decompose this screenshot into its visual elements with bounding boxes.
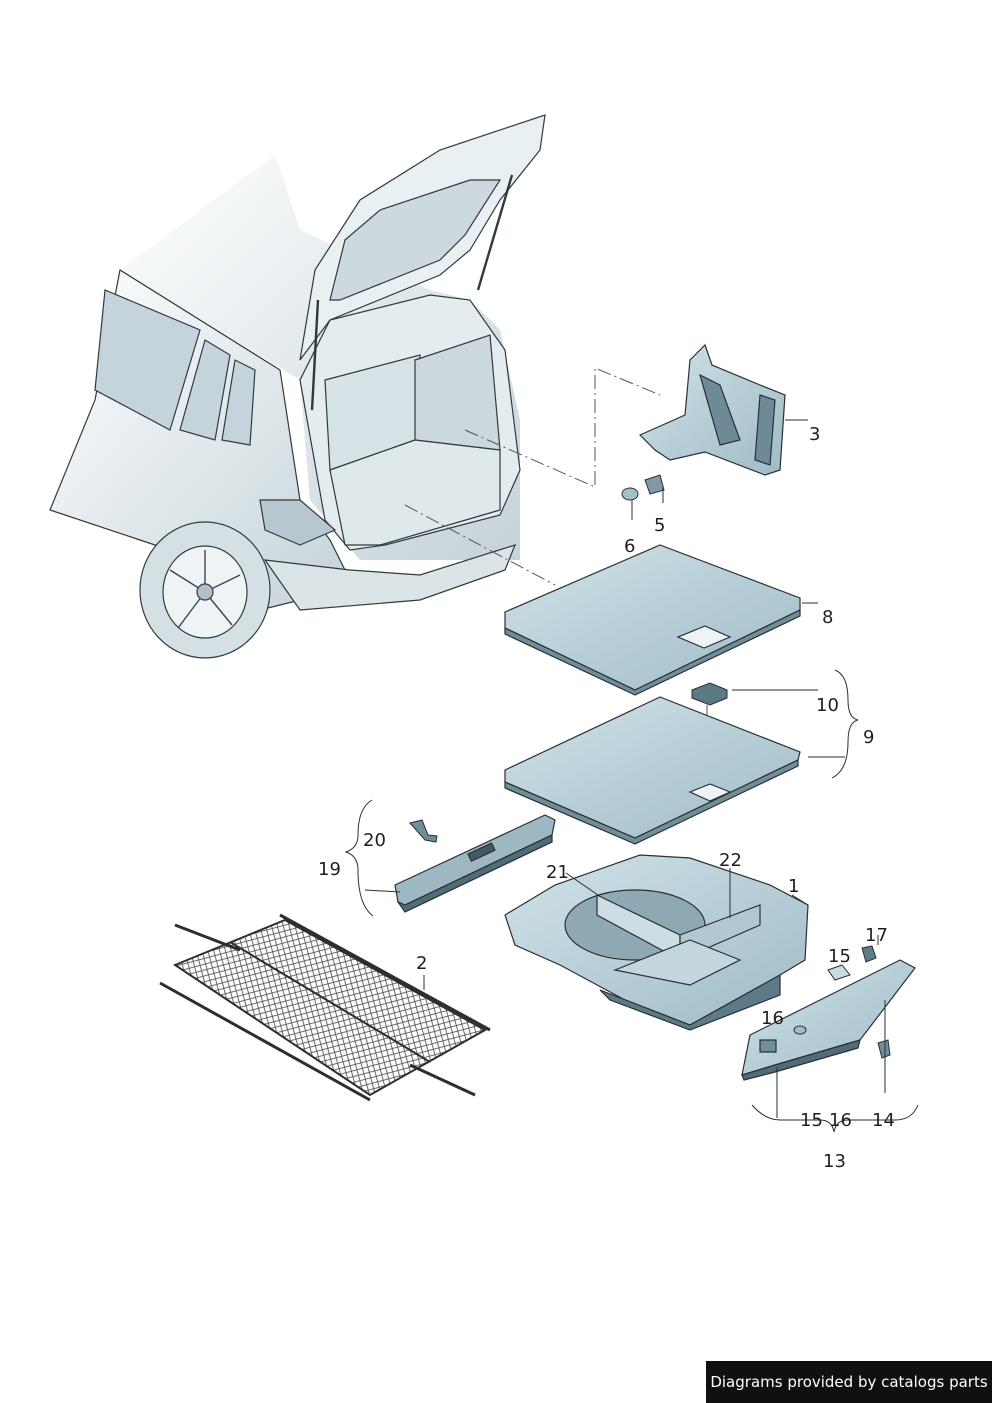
callout-10: 10 — [816, 695, 839, 716]
part-8-floor-cover — [504, 544, 801, 696]
callout-15-lower: 15 — [800, 1110, 823, 1131]
callout-9: 9 — [863, 727, 875, 748]
part-16-nut — [793, 1025, 807, 1035]
callout-2: 2 — [416, 953, 428, 974]
callout-17: 17 — [865, 925, 888, 946]
part-14-clip — [877, 1039, 891, 1059]
callout-21: 21 — [546, 862, 569, 883]
callout-16-lower: 16 — [829, 1110, 852, 1131]
part-1-storage-tub — [504, 854, 809, 1031]
part-20-screw — [409, 819, 438, 843]
part-17-clip — [861, 945, 877, 963]
callout-1: 1 — [788, 876, 800, 897]
credit-banner: Diagrams provided by catalogs parts — [706, 1361, 992, 1403]
callout-20: 20 — [363, 830, 386, 851]
part-15-pad — [827, 964, 851, 981]
part-10-insert — [691, 682, 728, 706]
car-illustration — [49, 114, 546, 659]
callout-8: 8 — [822, 607, 834, 628]
callout-5: 5 — [654, 515, 666, 536]
part-6-cap — [621, 487, 639, 501]
part-5-bolt — [644, 474, 665, 495]
callout-19: 19 — [318, 859, 341, 880]
callout-15-upper: 15 — [828, 946, 851, 967]
callout-leaders — [344, 419, 919, 1133]
callout-6: 6 — [624, 536, 636, 557]
part-2-cargo-net — [159, 913, 491, 1102]
part-19-rail — [394, 814, 556, 913]
part-3-bracket — [638, 343, 786, 476]
part-9-floor-panel — [504, 696, 801, 845]
callout-3: 3 — [809, 424, 821, 445]
part-13-sill-trim — [741, 959, 916, 1081]
callout-13: 13 — [823, 1151, 846, 1172]
callout-14: 14 — [872, 1110, 895, 1131]
callout-22: 22 — [719, 850, 742, 871]
callout-16-upper: 16 — [761, 1008, 784, 1029]
